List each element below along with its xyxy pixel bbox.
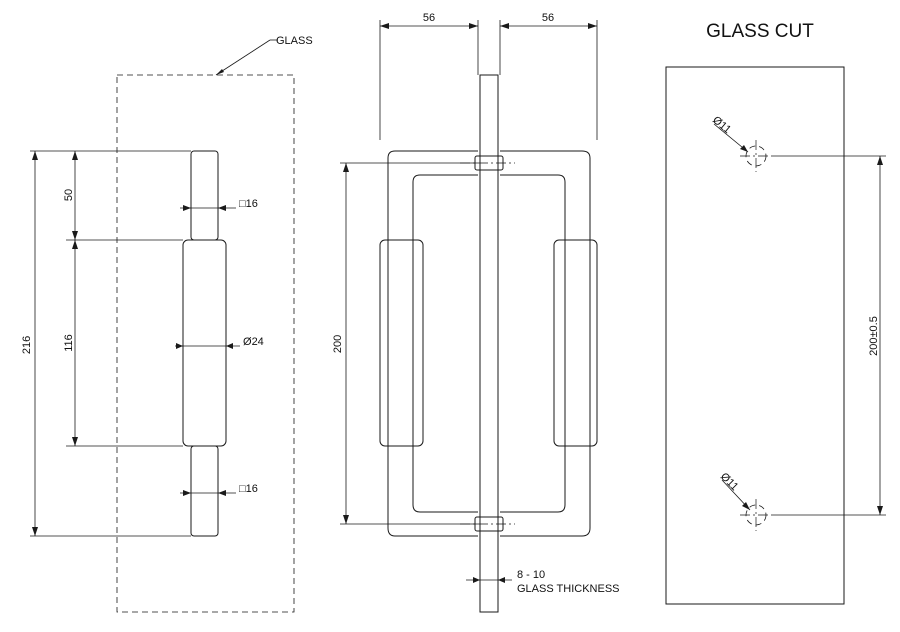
dim-grip-diameter: Ø24 [243,336,264,348]
glass-cut-title: GLASS CUT [706,21,814,42]
glass-leader-arrow [216,69,224,75]
dim-hole-top-diameter: Ø11 [710,114,733,136]
dim-hole-bottom-diameter: Ø11 [718,471,741,494]
handle-top-bar [190,150,219,241]
right-handle-grip [553,239,598,447]
dim-square-bottom: □16 [239,483,258,495]
dim-overall-height: 216 [21,336,33,354]
dim-projection-left: 56 [423,12,435,24]
handle-grip [182,239,227,447]
dim-center-distance: 200 [332,335,344,353]
glass-thickness-label: GLASS THICKNESS [517,583,620,595]
diameter-symbol: Ø [243,336,252,348]
right-handle-profile [500,150,591,537]
left-handle-grip [379,239,424,447]
dim-grip-length: 116 [63,334,75,352]
left-handle-profile [387,150,478,537]
dim-hole-spacing: 200±0.5 [868,316,880,356]
glass-cut-view: GLASS CUT Ø11 Ø11 200±0.5 [665,21,886,605]
glass-cut-panel [665,66,845,605]
dim-square-top: □16 [239,198,258,210]
glass-thickness-value: 8 - 10 [517,569,545,581]
glass-label: GLASS [276,35,313,47]
dim-projection-right: 56 [542,12,554,24]
dim-top-bar: 50 [63,189,75,201]
side-view: 200 56 56 8 - 10 GLASS THICKNESS [332,12,620,613]
glass-leader-line [215,39,271,76]
handle-bottom-bar [190,445,219,537]
glass-section [479,74,499,613]
glass-panel-outline [116,74,295,613]
front-view: GLASS 216 50 116 □16 [21,35,313,613]
square-symbol: □ [239,198,246,210]
